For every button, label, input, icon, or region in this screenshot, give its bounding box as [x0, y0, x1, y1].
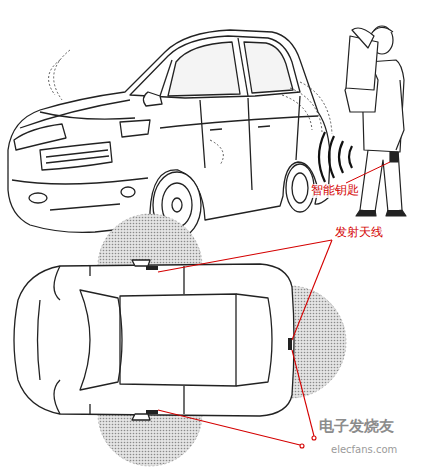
watermark: elecfans.com — [330, 444, 398, 456]
leader-line — [346, 162, 390, 183]
car-top — [14, 260, 294, 420]
car-side — [8, 30, 330, 238]
part-label: 智能钥匙 — [310, 184, 360, 198]
key-signal — [319, 132, 352, 182]
antenna — [146, 266, 292, 414]
part-label: 发射天线 — [334, 226, 384, 240]
leader-line — [158, 240, 332, 448]
field-lines — [49, 50, 332, 165]
watermark: 电子发烧友 — [318, 418, 395, 435]
